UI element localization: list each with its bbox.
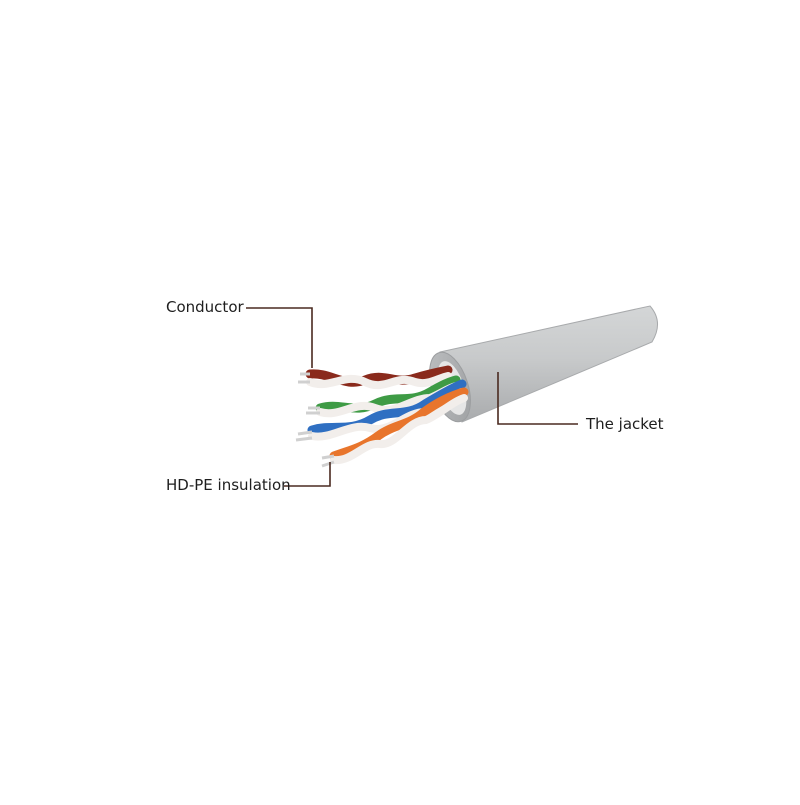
jacket-label: The jacket [586, 415, 664, 433]
insulation-leader-line [284, 462, 331, 487]
conductor-leader-line [246, 307, 313, 368]
pair-brown [298, 365, 453, 390]
pair-orange [321, 387, 469, 468]
conductor-label: Conductor [166, 298, 244, 316]
jacket-body [439, 305, 658, 423]
jacket-leader-line [497, 372, 578, 425]
insulation-label: HD-PE insulation [166, 476, 291, 494]
